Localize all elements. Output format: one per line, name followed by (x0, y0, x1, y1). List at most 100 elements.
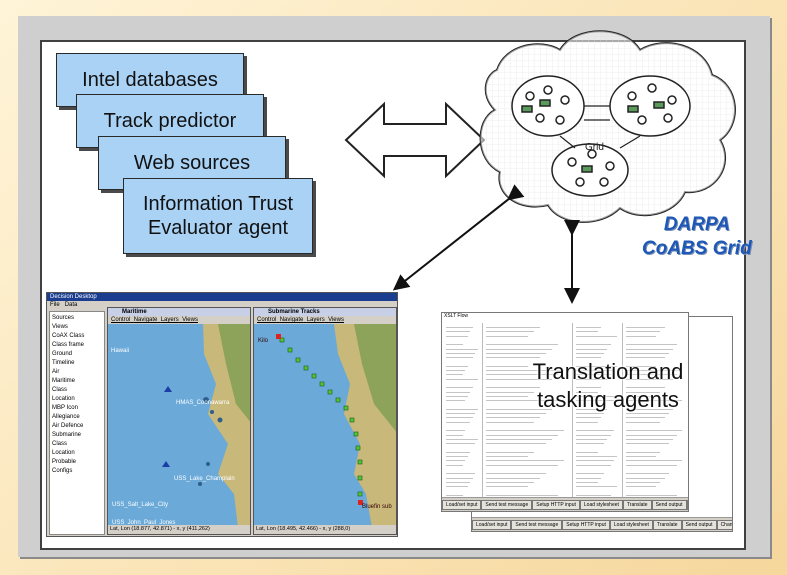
xml-action-button[interactable]: Setup HTTP input (532, 499, 580, 510)
menu-file[interactable]: File (50, 302, 60, 308)
xml-line (626, 477, 665, 479)
tree-item[interactable]: CoAX Class (52, 333, 85, 339)
xml-line (446, 421, 471, 423)
xml-line (576, 413, 605, 414)
xml-line (446, 456, 468, 457)
tree-item[interactable]: Sources (52, 315, 75, 321)
xml-line (576, 417, 602, 419)
darpa-coabs-title: DARPA CoABS Grid (642, 213, 752, 261)
xml-line (446, 481, 471, 483)
tree-item[interactable]: Maritime (52, 378, 76, 384)
xml-line (446, 438, 478, 440)
xml-line (486, 344, 558, 346)
tree-item[interactable]: Class (52, 441, 68, 447)
xml-action-button[interactable]: Load stylesheet (609, 519, 653, 530)
xml-action-button[interactable]: Change to auto (686, 499, 688, 510)
menu-views[interactable]: Views (182, 317, 198, 323)
tree-item[interactable]: Timeline (52, 360, 75, 366)
xml-action-button[interactable]: Send output (681, 519, 717, 530)
xml-action-button[interactable]: Send output (651, 499, 687, 510)
submarine-status: Lat, Lon (18.495, 42.466) - x, y (288,0) (254, 525, 396, 534)
xml-line (446, 486, 468, 488)
xml-action-button[interactable]: Load/set input (442, 499, 482, 510)
tree-item[interactable]: MBP Icon (52, 405, 78, 411)
xml-line (486, 395, 528, 397)
xml-line (626, 456, 656, 457)
xml-line (576, 421, 598, 423)
xml-action-button[interactable]: Load stylesheet (579, 499, 623, 510)
tree-item[interactable]: Location (52, 396, 75, 402)
xml-line (486, 378, 552, 380)
tree-item[interactable]: Configs (52, 468, 73, 474)
menu-layers[interactable]: Layers (306, 317, 325, 323)
tree-item[interactable]: Air Defence (52, 423, 84, 429)
xml-line (486, 451, 534, 453)
translation-line2: tasking agents (537, 387, 679, 412)
xml-line (486, 408, 552, 410)
xml-line (576, 357, 602, 359)
tree-item[interactable]: Ground (52, 351, 73, 357)
xml-line (446, 443, 476, 445)
card-label: Information Trust (142, 193, 294, 215)
tree-item[interactable]: Class (52, 387, 68, 393)
xml-line (576, 473, 605, 475)
xml-line (626, 481, 661, 483)
darpa-line2: CoABS Grid (642, 238, 752, 259)
xml-line (576, 464, 611, 466)
tree-item[interactable]: Air (52, 369, 60, 375)
xml-action-button[interactable]: Translate (652, 519, 682, 530)
xml-line (626, 438, 674, 440)
xml-line (446, 408, 478, 410)
maritime-map (162, 324, 250, 528)
xml-line (626, 331, 661, 333)
xml-line (486, 387, 540, 389)
tree-item[interactable]: Allegiance (52, 414, 80, 420)
xml-line (576, 456, 617, 457)
menu-navigate[interactable]: Navigate (133, 317, 158, 323)
xml-line (486, 352, 546, 354)
menu-navigate[interactable]: Navigate (279, 317, 304, 323)
xml-line (626, 327, 665, 328)
translation-line1: Translation and (532, 359, 684, 384)
tree-item[interactable]: Submarine (52, 432, 82, 438)
xml-line (446, 352, 476, 354)
tree-item[interactable]: Location (52, 450, 75, 456)
xml-line (576, 460, 614, 462)
xml-line (486, 335, 528, 337)
xml-line (486, 327, 540, 328)
xml-line (446, 387, 473, 389)
tree-item[interactable]: Class frame (52, 342, 85, 348)
menu-layers[interactable]: Layers (160, 317, 179, 323)
xml-line (446, 430, 466, 432)
maritime-menu: Control Navigate Layers Views (108, 316, 250, 324)
trust-evaluator-card: Information Trust Evaluator agent (123, 178, 313, 254)
xml-action-button[interactable]: Load/set input (472, 519, 512, 530)
xml-line (576, 486, 617, 488)
xml-action-button[interactable]: Setup HTTP input (562, 519, 610, 530)
xml-line (576, 327, 602, 328)
card-label: Intel databases (82, 69, 218, 91)
tree-item[interactable]: Views (52, 324, 68, 330)
xml-line (446, 494, 463, 496)
xml-action-button[interactable]: Change to auto (716, 519, 732, 530)
maritime-title: Maritime (108, 308, 250, 316)
menu-views[interactable]: Views (328, 317, 344, 323)
menu-control[interactable]: Control (111, 317, 131, 323)
xml-action-button[interactable]: Send test message (481, 499, 533, 510)
xml-column (572, 323, 573, 497)
xml-line (626, 417, 665, 419)
menu-control[interactable]: Control (257, 317, 277, 323)
xml-action-button[interactable]: Send test message (511, 519, 563, 530)
xml-line (446, 335, 468, 337)
xml-line (446, 370, 466, 371)
xml-line (626, 408, 674, 410)
menu-data[interactable]: Data (64, 302, 78, 308)
xml-line (486, 365, 528, 367)
xml-action-button[interactable]: Translate (622, 499, 652, 510)
tree-item[interactable]: Probable (52, 459, 77, 465)
card-label: Web sources (133, 152, 251, 174)
